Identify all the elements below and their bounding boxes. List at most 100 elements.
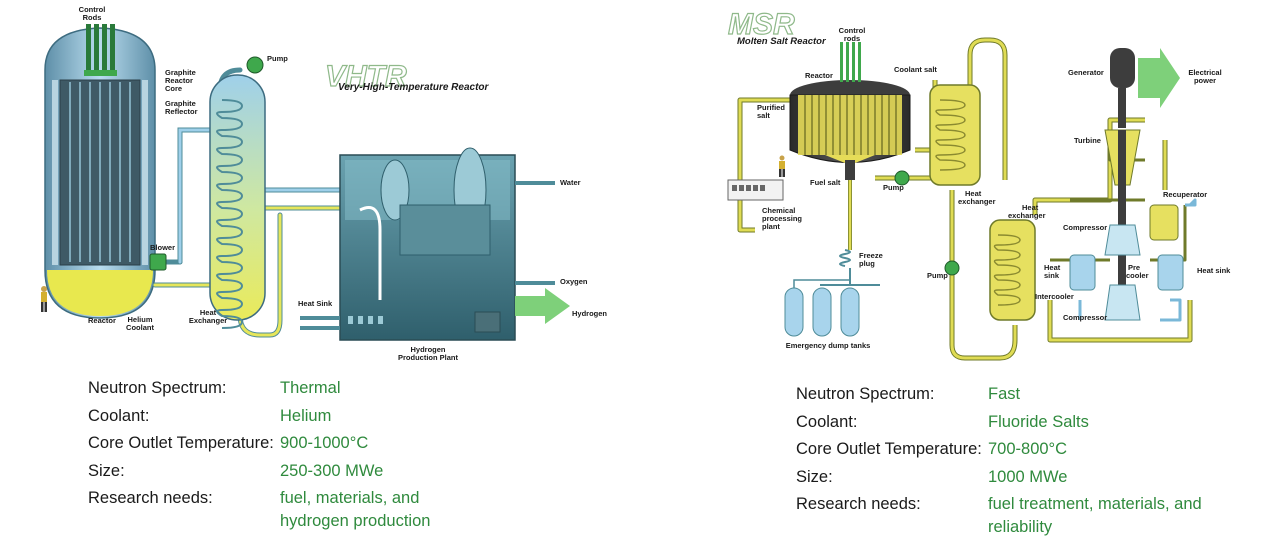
svg-text:Control: Control: [839, 26, 866, 35]
spec-row-size: Size:250-300 MWe: [88, 461, 384, 480]
svg-text:Purified: Purified: [757, 103, 785, 112]
svg-text:Reactor: Reactor: [88, 316, 116, 325]
svg-text:Intercooler: Intercooler: [1035, 292, 1074, 301]
svg-text:exchanger: exchanger: [1008, 211, 1046, 220]
msr-spec-table: Neutron Spectrum:Fast Coolant:Fluoride S…: [796, 381, 1202, 539]
svg-text:Fuel salt: Fuel salt: [810, 178, 841, 187]
svg-text:sink: sink: [1044, 271, 1060, 280]
svg-text:plant: plant: [762, 222, 780, 231]
svg-text:Heat: Heat: [200, 308, 217, 317]
svg-text:Pump: Pump: [883, 183, 904, 192]
pre-cooler: [1157, 254, 1184, 291]
svg-text:cooler: cooler: [1126, 271, 1149, 280]
hydrogen-plant: [339, 147, 516, 341]
vhtr-control-rods: [84, 24, 117, 76]
chemical-processing-plant: [727, 179, 784, 201]
svg-text:Electrical: Electrical: [1188, 68, 1221, 77]
svg-text:Oxygen: Oxygen: [560, 277, 588, 286]
svg-text:Pump: Pump: [267, 54, 288, 63]
svg-text:processing: processing: [762, 214, 802, 223]
svg-text:Emergency dump tanks: Emergency dump tanks: [786, 341, 871, 350]
svg-text:Graphite: Graphite: [165, 68, 196, 77]
spec-row-core-outlet-temperature: Core Outlet Temperature:900-1000°C: [88, 434, 369, 452]
svg-text:Production Plant: Production Plant: [398, 353, 459, 362]
svg-text:Helium: Helium: [127, 315, 152, 324]
svg-text:Hydrogen: Hydrogen: [572, 309, 607, 318]
spec-row-coolant: Coolant:Helium: [88, 406, 332, 425]
vhtr-heat-exchanger: [209, 74, 266, 329]
svg-text:VHTR: VHTR: [325, 60, 407, 93]
msr-reactor: [789, 80, 911, 180]
svg-text:Control: Control: [79, 5, 106, 14]
svg-text:Pre: Pre: [1128, 263, 1140, 272]
svg-text:Freeze: Freeze: [859, 251, 883, 260]
msr-diagram: MSR Molten Salt Reactor: [727, 7, 1231, 361]
msr-title: MSR Molten Salt Reactor: [727, 7, 827, 47]
vhtr-title: VHTR Very-High-Temperature Reactor: [324, 59, 490, 93]
svg-text:Heat sink: Heat sink: [1197, 266, 1231, 275]
compressor-1: [1104, 224, 1141, 256]
svg-text:power: power: [1194, 76, 1216, 85]
svg-text:Water: Water: [560, 178, 581, 187]
spec-row-neutron-spectrum: Neutron Spectrum:Thermal: [88, 379, 341, 397]
person-icon: [779, 155, 785, 177]
freeze-plug: [839, 249, 851, 267]
plant-arrows: [300, 181, 555, 330]
svg-text:plug: plug: [859, 259, 875, 268]
svg-text:Compressor: Compressor: [1063, 313, 1107, 322]
svg-text:Rods: Rods: [83, 13, 102, 22]
svg-text:exchanger: exchanger: [958, 197, 996, 206]
svg-text:Turbine: Turbine: [1074, 136, 1101, 145]
pump-icon: [246, 56, 264, 74]
compressor-2: [1104, 284, 1141, 321]
svg-text:Blower: Blower: [150, 243, 175, 252]
pump-icon: [944, 260, 960, 276]
svg-text:Hydrogen: Hydrogen: [410, 345, 445, 354]
spec-row-core-outlet-temperature: Core Outlet Temperature:700-800°C: [796, 440, 1068, 458]
person-icon: [41, 286, 47, 312]
svg-text:Heat: Heat: [1044, 263, 1061, 272]
spec-row-size: Size:1000 MWe: [796, 467, 1068, 486]
blower-icon: [149, 253, 167, 271]
svg-text:MSR: MSR: [728, 8, 795, 41]
generator: [1110, 48, 1135, 128]
svg-text:rods: rods: [844, 34, 860, 43]
svg-text:salt: salt: [757, 111, 770, 120]
svg-text:Heat Sink: Heat Sink: [298, 299, 333, 308]
svg-text:Graphite: Graphite: [165, 99, 196, 108]
svg-text:Recuperator: Recuperator: [1163, 190, 1207, 199]
svg-text:Reactor: Reactor: [165, 76, 193, 85]
spec-row-coolant: Coolant:Fluoride Salts: [796, 412, 1089, 431]
msr-heat-exchanger-2: [989, 219, 1036, 321]
vhtr-panel: VHTR Very-High-Temperature Reactor: [41, 5, 608, 533]
msr-panel: MSR Molten Salt Reactor: [640, 0, 1280, 542]
svg-text:Heat: Heat: [1022, 203, 1039, 212]
vhtr-diagram: VHTR Very-High-Temperature Reactor: [41, 5, 608, 362]
vhtr-labels: Control Rods Graphite Reactor Core Graph…: [79, 5, 608, 362]
svg-text:Generator: Generator: [1068, 68, 1104, 77]
intercooler: [1069, 254, 1096, 291]
svg-text:Reflector: Reflector: [165, 107, 198, 116]
svg-text:Molten Salt Reactor: Molten Salt Reactor: [737, 36, 827, 47]
vhtr-spec-table: Neutron Spectrum:Thermal Coolant:Helium …: [88, 375, 430, 533]
emergency-dump-tanks: [784, 268, 880, 337]
msr-control-rods: [840, 42, 861, 82]
svg-text:Coolant salt: Coolant salt: [894, 65, 937, 74]
electrical-power-arrow-icon: [1138, 48, 1180, 108]
svg-text:Chemical: Chemical: [762, 206, 795, 215]
spec-row-research-needs: Research needs:fuel treatment, materials…: [796, 495, 1202, 536]
vhtr-pipes: [152, 67, 348, 338]
svg-text:Reactor: Reactor: [805, 71, 833, 80]
msr-heat-exchanger-1: [929, 84, 981, 186]
recuperator: [1149, 204, 1179, 241]
svg-text:Compressor: Compressor: [1063, 223, 1107, 232]
svg-text:Very-High-Temperature Reactor: Very-High-Temperature Reactor: [338, 82, 490, 93]
svg-text:Exchanger: Exchanger: [189, 316, 227, 325]
spec-row-neutron-spectrum: Neutron Spectrum:Fast: [796, 385, 1021, 403]
pump-icon: [894, 170, 910, 186]
svg-text:Pump: Pump: [927, 271, 948, 280]
hydrogen-arrow-icon: [515, 288, 570, 324]
svg-text:Heat: Heat: [965, 189, 982, 198]
svg-text:Coolant: Coolant: [126, 323, 154, 332]
